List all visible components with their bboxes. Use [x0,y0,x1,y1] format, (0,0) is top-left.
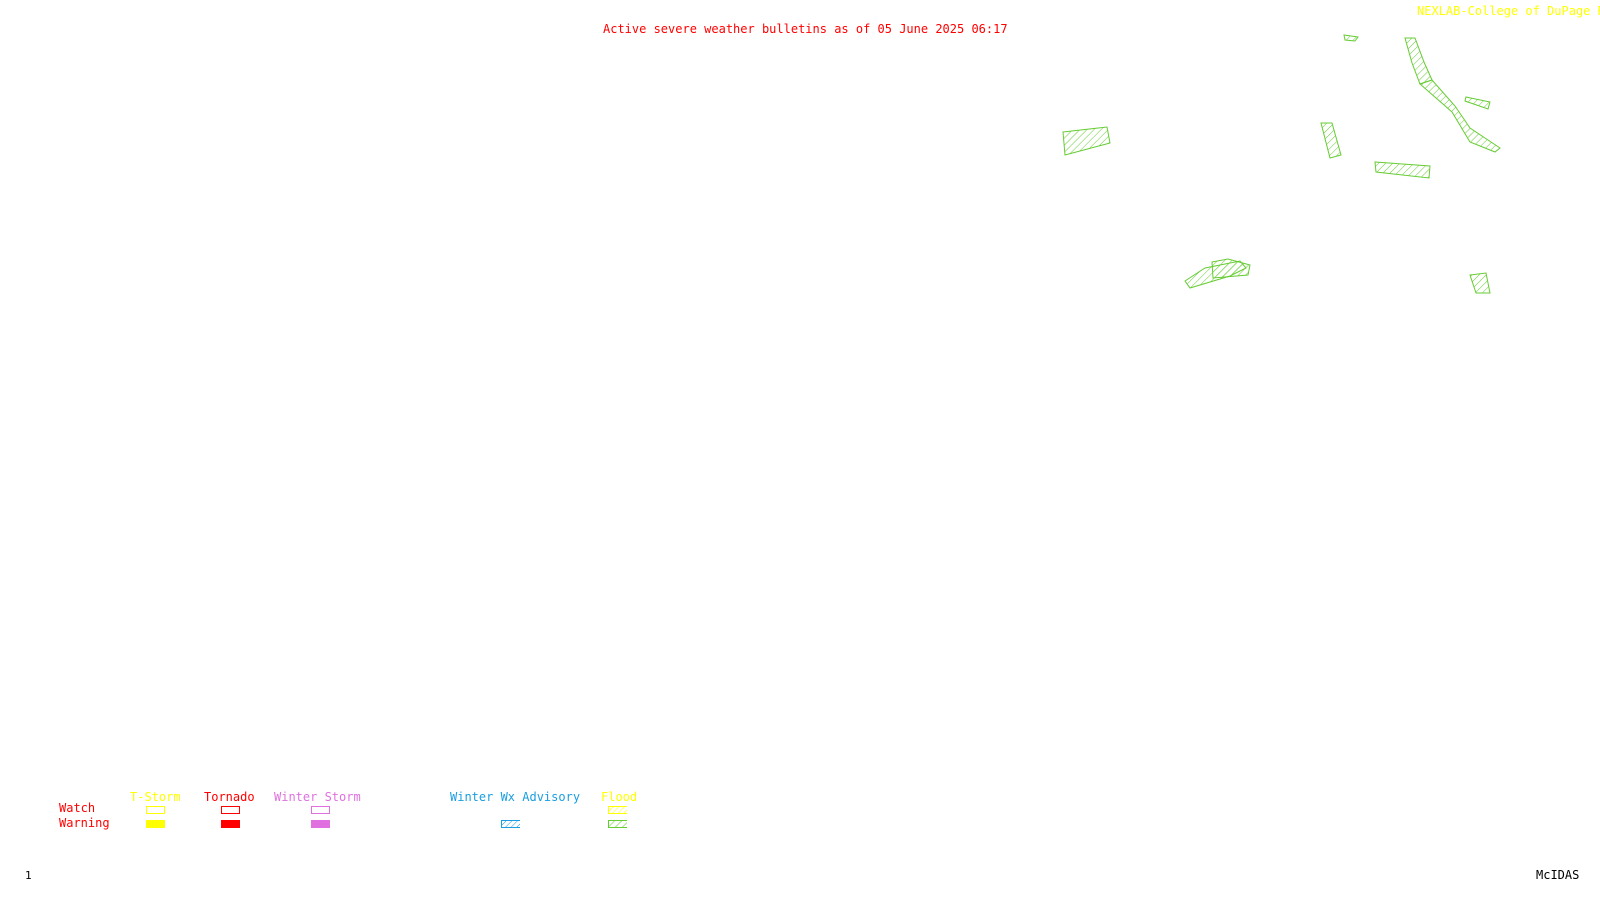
legend-label-tornado: Tornado [204,790,255,804]
frame-number: 1 [25,869,32,882]
legend-label-flood: Flood [601,790,638,804]
winter-storm-watch-swatch [311,806,330,814]
map-title: Active severe weather bulletins as of 05… [603,22,1008,36]
flood-warning-polygon [1062,126,1111,156]
legend-label-winter-storm: Winter Storm [274,790,361,804]
flood-warning-polygon [1211,258,1251,279]
flood-warning-polygon [1469,272,1491,294]
winter-wx-advisory-swatch [501,820,520,828]
tornado-warning-swatch [221,820,240,828]
flood-warning-polygon [1320,122,1342,159]
tstorm-warning-swatch [146,820,165,828]
flood-warning-polygon [1374,161,1431,179]
legend-row-watch: Watch [59,801,96,815]
tornado-watch-swatch [221,806,240,814]
legend-label-winter-wx-advisory: Winter Wx Advisory [450,790,581,804]
legend-row-warning: Warning [59,816,110,830]
legend-label-tstorm: T-Storm [130,790,181,804]
flood-warning-polygon [1404,37,1433,85]
flood-warning-polygon [1343,34,1359,42]
flood-warning-swatch [608,820,627,828]
flood-watch-swatch [608,806,627,814]
winter-storm-warning-swatch [311,820,330,828]
source-credit: NEXLAB-College of DuPage R [1417,4,1600,18]
software-label: McIDAS [1536,868,1580,882]
flood-warning-polygon [1464,96,1491,110]
tstorm-watch-swatch [146,806,165,814]
flood-warning-polygon [1419,79,1501,153]
